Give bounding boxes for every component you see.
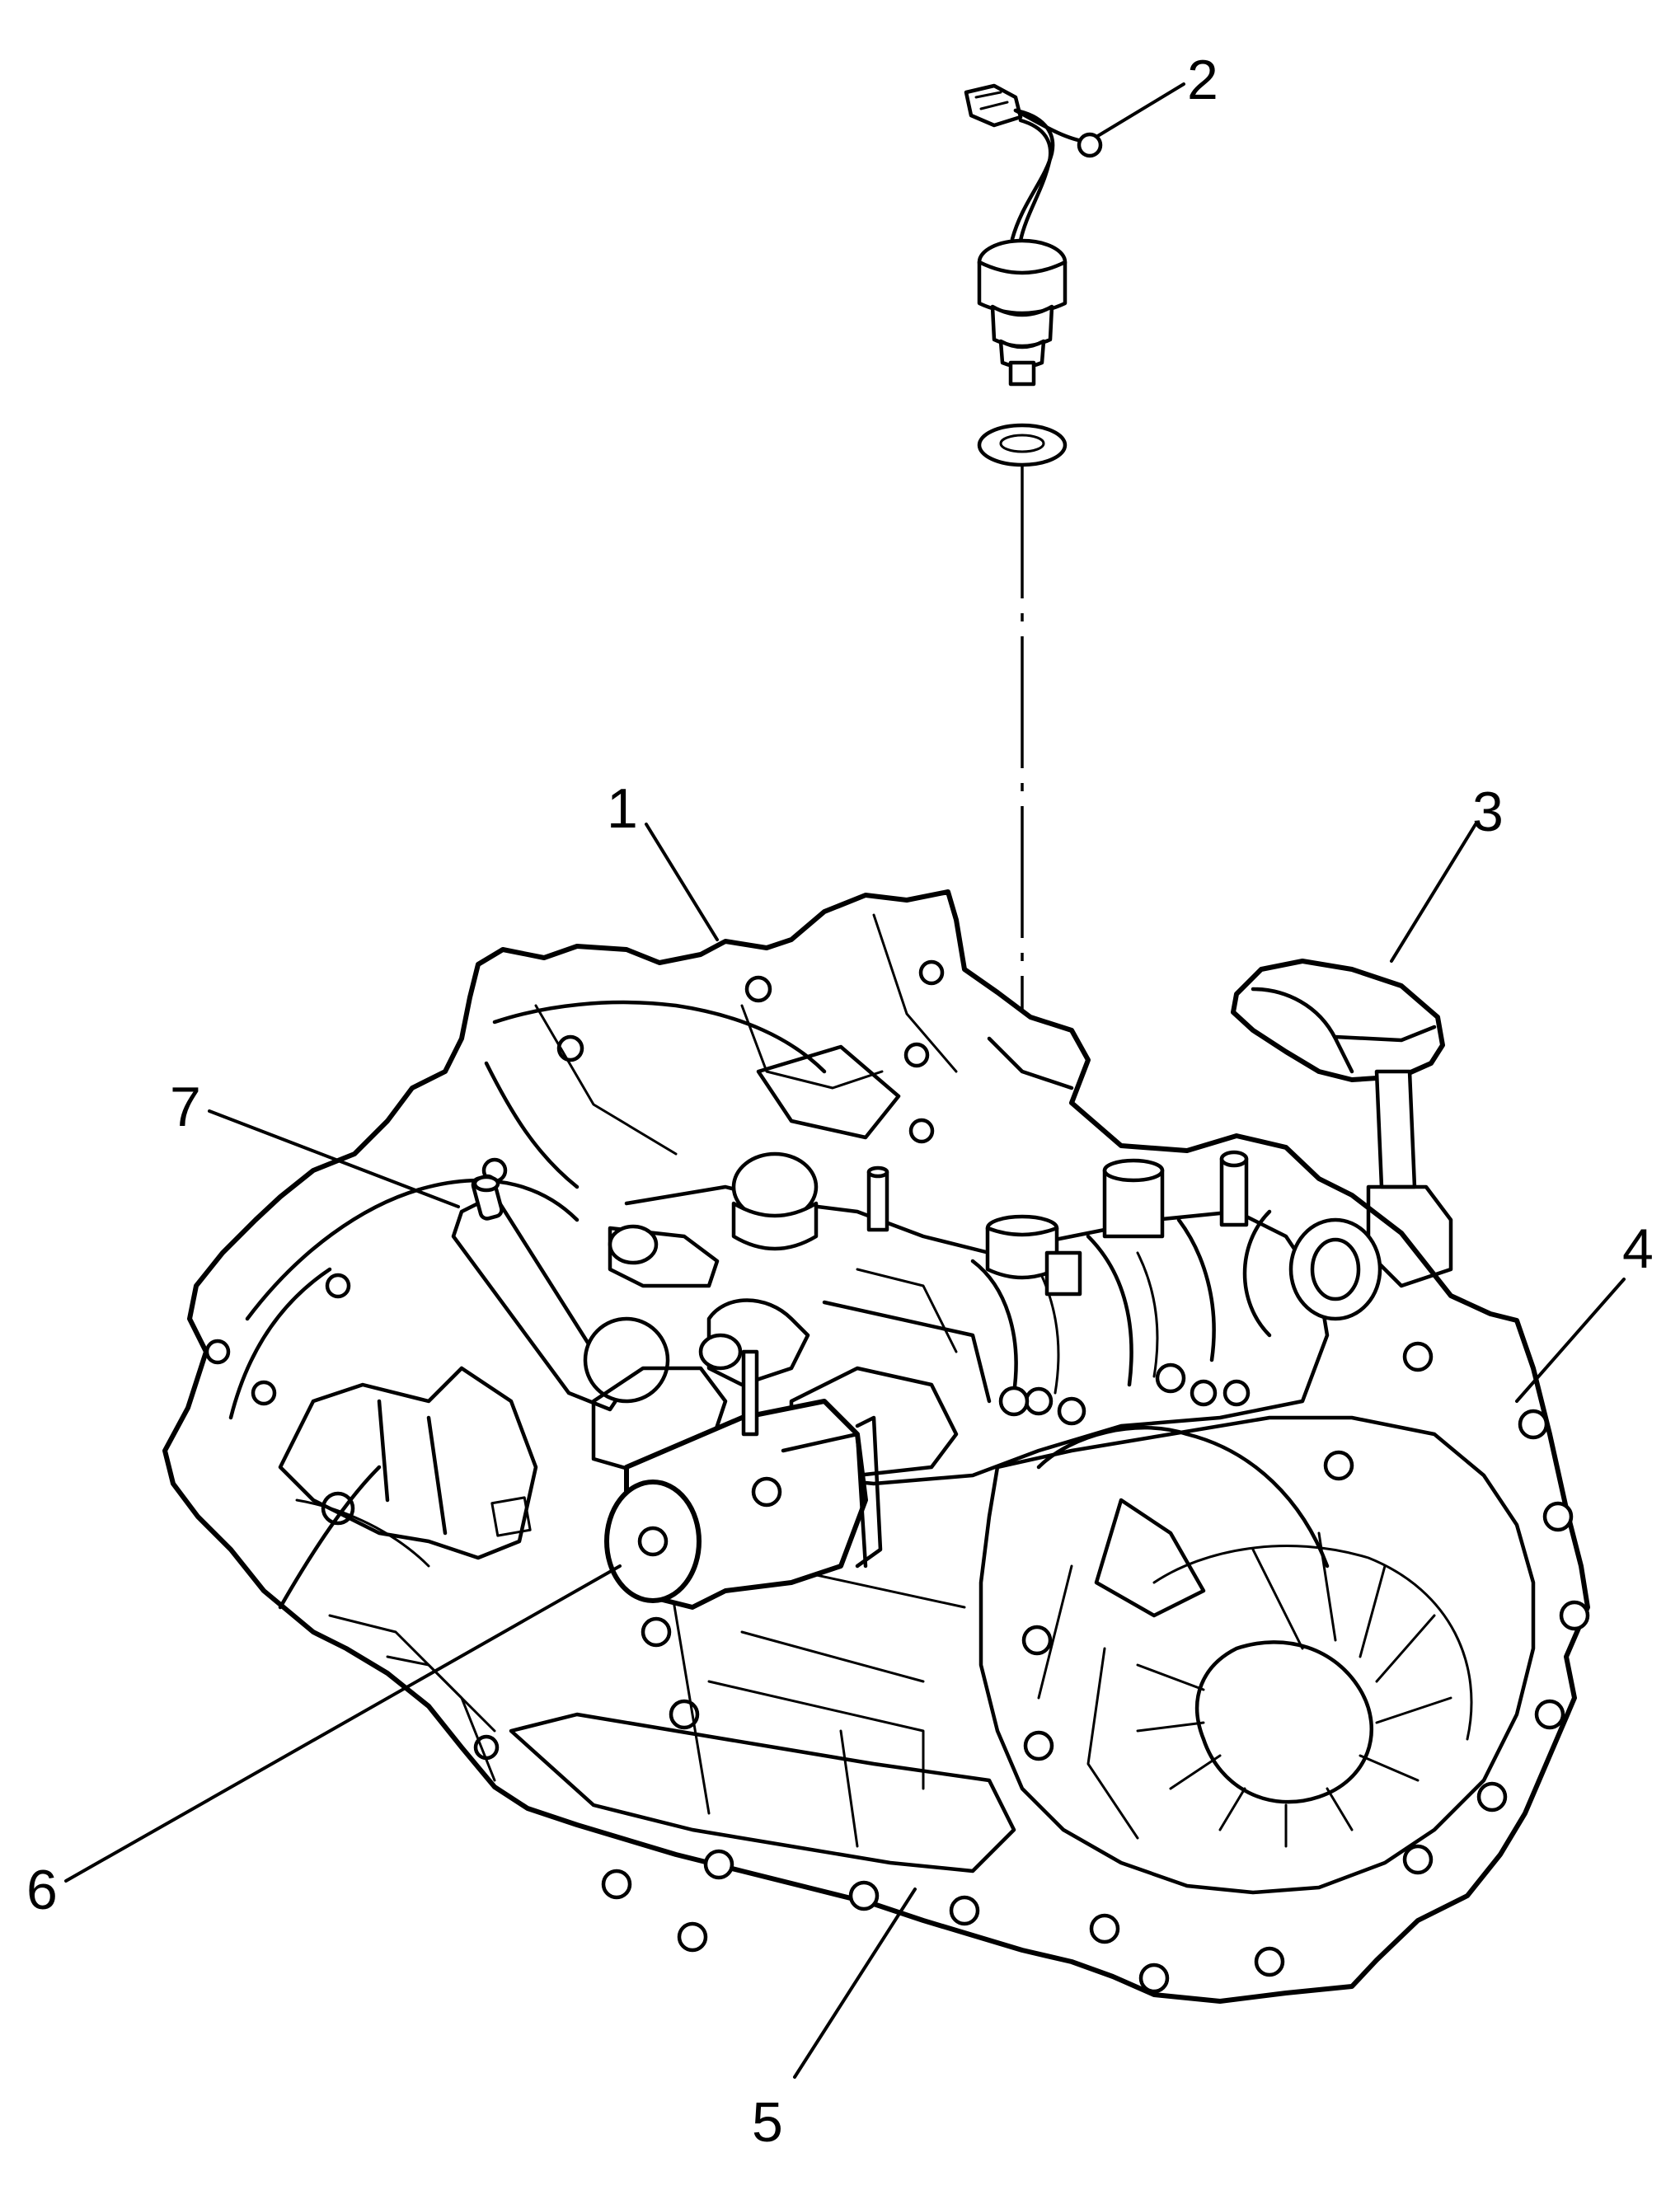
mount-bracket — [278, 1366, 538, 1560]
ground-eyelet — [1077, 132, 1103, 158]
lower-plate — [509, 1712, 1016, 1873]
shift-housing — [624, 1184, 1330, 1486]
callout-7: 7 — [170, 1076, 201, 1138]
callout-1: 1 — [607, 777, 638, 840]
slave-cylinder — [451, 1174, 883, 1610]
sealing-washer — [977, 423, 1068, 467]
leader-lines — [64, 82, 1626, 2079]
switch-boss — [608, 1150, 1249, 1297]
callout-5: 5 — [752, 2091, 783, 2154]
callout-4: 4 — [1622, 1217, 1654, 1280]
callout-3: 3 — [1472, 781, 1504, 843]
callout-6: 6 — [26, 1859, 58, 1921]
callout-labels: 1 2 3 4 5 6 7 — [26, 49, 1654, 2154]
rear-housing — [978, 1415, 1536, 1895]
shift-lever — [1231, 959, 1453, 1338]
switch-assembly — [964, 83, 1103, 467]
switch-plunger — [1008, 360, 1036, 387]
rear-housing-bolts — [601, 1341, 1590, 1994]
shift-knob — [1231, 959, 1445, 1082]
callout-2: 2 — [1187, 49, 1218, 111]
